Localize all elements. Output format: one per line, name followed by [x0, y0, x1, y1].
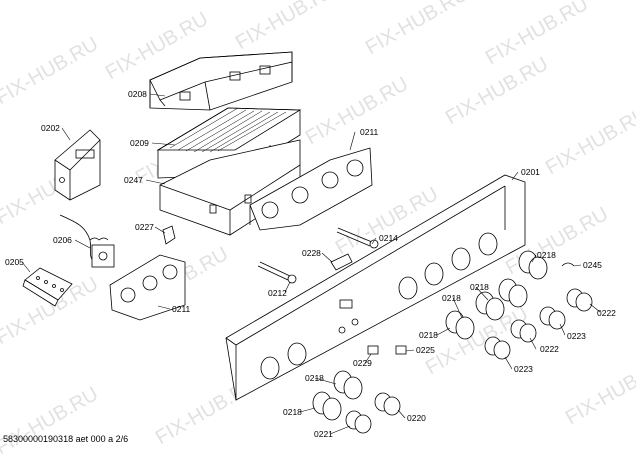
part-knob-0222-a	[566, 288, 593, 312]
label-0228: 0228	[302, 248, 321, 258]
label-0247: 0247	[124, 175, 143, 185]
part-0205-connector	[22, 267, 73, 307]
label-0220: 0220	[407, 413, 426, 423]
part-0228-holder	[330, 253, 353, 271]
part-knob-0223-b	[484, 336, 511, 360]
label-0205: 0205	[5, 257, 24, 267]
label-0212: 0212	[268, 288, 287, 298]
part-0212-shaft	[257, 261, 297, 284]
part-knob-0218-d	[445, 310, 475, 340]
part-0245-clip	[561, 262, 575, 267]
label-0202: 0202	[41, 123, 60, 133]
part-knob-0223-a	[539, 306, 566, 330]
part-knob-0218-e	[333, 370, 363, 400]
part-labels: 0208 0202 0209 0247 0211 0201 0206 0227 …	[5, 89, 616, 439]
part-knob-0220	[374, 392, 401, 416]
label-0227: 0227	[135, 222, 154, 232]
part-knob-0218-c	[475, 291, 505, 321]
part-0209-terminal-block	[156, 107, 302, 190]
part-0227-clip	[162, 225, 176, 245]
part-knob-0221	[345, 410, 372, 434]
document-id-footer: 58300000190318 aet 000 a 2/6	[3, 434, 129, 444]
label-0223-b: 0223	[514, 364, 533, 374]
exploded-parts-diagram: 0208 0202 0209 0247 0211 0201 0206 0227 …	[5, 51, 616, 439]
part-0206-thermostat	[59, 214, 115, 268]
label-0218-a: 0218	[537, 250, 556, 260]
label-0221: 0221	[314, 429, 333, 439]
label-0229: 0229	[353, 358, 372, 368]
label-0206: 0206	[53, 235, 72, 245]
label-0218-b: 0218	[470, 282, 489, 292]
label-0225: 0225	[416, 345, 435, 355]
part-0201-control-panel	[225, 174, 526, 401]
label-0209: 0209	[130, 138, 149, 148]
label-0218-e: 0218	[305, 373, 324, 383]
part-0208-cover	[149, 51, 293, 111]
label-0223-a: 0223	[567, 331, 586, 341]
label-0222-b: 0222	[540, 344, 559, 354]
label-0201: 0201	[521, 167, 540, 177]
label-0211-top: 0211	[360, 127, 379, 137]
label-0214: 0214	[379, 233, 398, 243]
label-0211-lower: 0211	[172, 304, 191, 314]
label-0222-a: 0222	[597, 308, 616, 318]
part-knob-0218-b	[498, 278, 528, 308]
part-knob-0222-b	[510, 319, 537, 343]
label-0208: 0208	[128, 89, 147, 99]
label-0245: 0245	[583, 260, 602, 270]
part-0225-button	[395, 345, 407, 355]
part-0211-switch-bank-lower	[109, 254, 186, 321]
part-0214-shaft	[336, 227, 379, 249]
part-0211-switch-bank-top	[249, 147, 373, 231]
part-0202-module	[54, 129, 101, 201]
label-0218-c: 0218	[442, 293, 461, 303]
part-knob-0218-f	[312, 391, 342, 421]
leader-lines	[21, 93, 601, 435]
label-0218-f: 0218	[283, 407, 302, 417]
part-0229-button	[367, 345, 379, 355]
part-knob-0218-a	[518, 250, 548, 280]
label-0218-d: 0218	[419, 330, 438, 340]
